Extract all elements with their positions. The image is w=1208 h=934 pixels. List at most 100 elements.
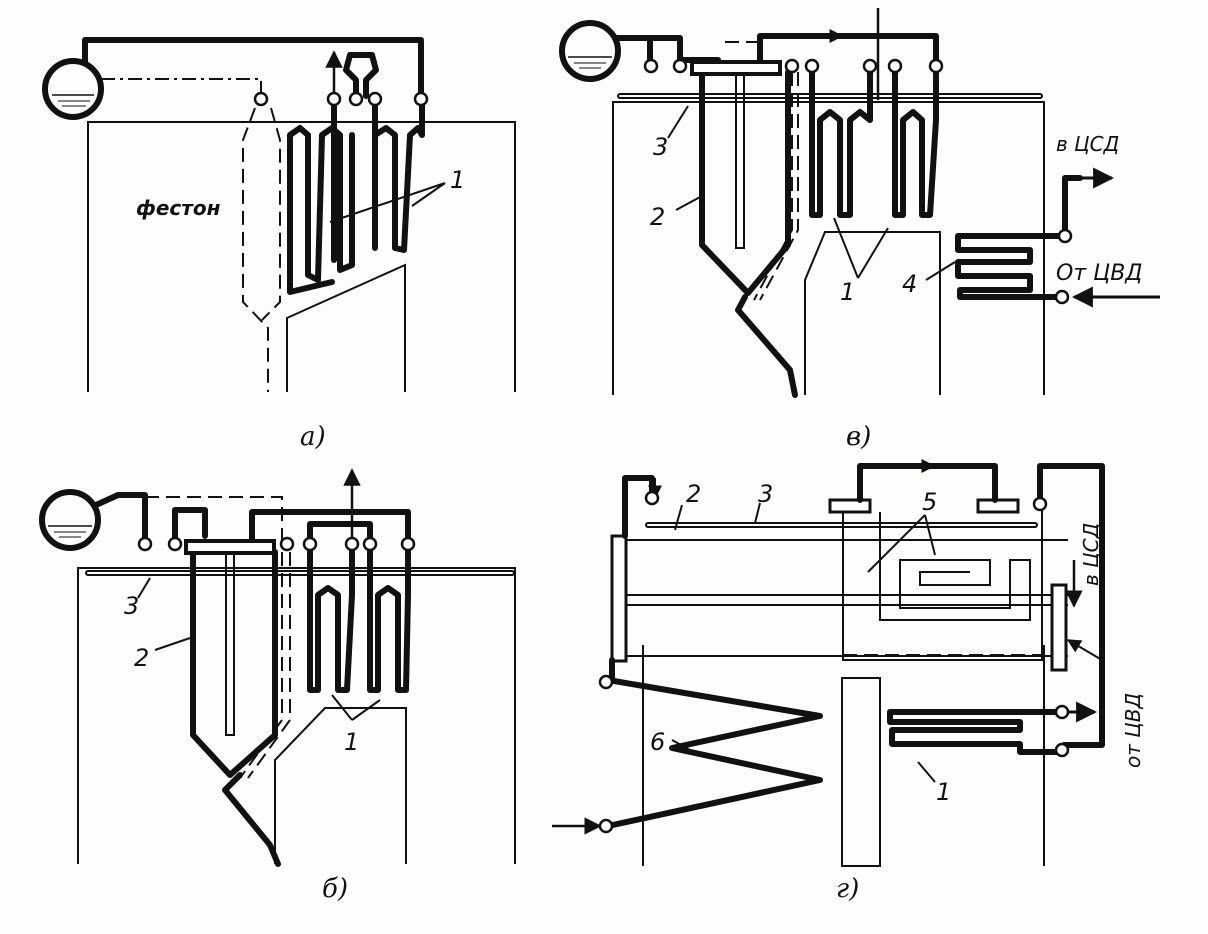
superheater-coil xyxy=(809,63,873,218)
item-label-1: 1 xyxy=(936,778,951,806)
festoon-label: фестон xyxy=(136,196,221,220)
collector-node xyxy=(1054,704,1070,720)
separator-inner xyxy=(225,553,235,736)
furnace-outline xyxy=(87,121,516,392)
to-csd-label: в ЦСД xyxy=(1079,523,1103,586)
item-label-2: 2 xyxy=(134,644,149,672)
collector-node xyxy=(784,58,800,74)
panel-b: 3 2 1 б) xyxy=(39,468,516,904)
collector-node xyxy=(167,536,183,552)
collector-node xyxy=(344,536,360,552)
separator-body xyxy=(615,539,1068,657)
drum-icon xyxy=(42,58,104,120)
gas-duct-wall xyxy=(804,231,941,395)
collector-node xyxy=(413,91,429,107)
separator-head xyxy=(828,498,872,514)
downcomer-tube xyxy=(735,294,798,398)
separator-head xyxy=(184,539,276,555)
collector-node xyxy=(862,58,878,74)
collector-node xyxy=(1032,496,1048,512)
caption-b: б) xyxy=(322,874,348,904)
to-csd-label: в ЦСД xyxy=(1056,132,1119,156)
outlet-loop xyxy=(343,52,379,99)
item-label-3: 3 xyxy=(653,133,668,161)
item-label-2: 2 xyxy=(686,480,701,508)
from-cvd-label: от ЦВД xyxy=(1121,693,1145,768)
item-label-6: 6 xyxy=(650,728,665,756)
reheater-coil xyxy=(955,233,1068,300)
collector-node xyxy=(928,58,944,74)
drum-icon xyxy=(559,20,621,82)
item-label-3: 3 xyxy=(758,480,773,508)
separator-body xyxy=(699,69,791,296)
item-label-3: 3 xyxy=(124,592,139,620)
superheater-coil-2 xyxy=(892,63,939,218)
caption-a: а) xyxy=(300,422,326,452)
panel-a: фестон 1 а) xyxy=(42,37,516,452)
collector-node xyxy=(1054,289,1070,305)
item-label-2: 2 xyxy=(650,203,665,231)
leader-line xyxy=(667,105,956,281)
collector-node xyxy=(1057,228,1073,244)
furnace-outline xyxy=(77,567,516,864)
collector-node xyxy=(1054,742,1070,758)
downcomer xyxy=(753,72,799,301)
collector-node xyxy=(326,91,342,107)
collector-node xyxy=(362,536,378,552)
furnace-outline xyxy=(642,645,1045,866)
collector-node xyxy=(367,91,383,107)
separator-block xyxy=(842,510,1043,661)
separator-head xyxy=(690,60,782,76)
collector-node xyxy=(643,58,659,74)
superheater-coil-2 xyxy=(372,93,425,253)
collector-node xyxy=(598,674,614,690)
item-label-1: 1 xyxy=(344,728,359,756)
superheater-coil xyxy=(307,542,355,693)
leader-line xyxy=(671,502,936,783)
gas-duct-wall xyxy=(841,677,881,867)
festoon-tubes xyxy=(242,107,281,392)
panel-g: 2 3 5 6 1 в ЦСД от ЦВД г) xyxy=(552,459,1145,904)
item-label-1: 1 xyxy=(840,278,855,306)
collector-node xyxy=(253,91,269,107)
item-label-1: 1 xyxy=(450,166,465,194)
collector-node xyxy=(137,536,153,552)
drum-icon xyxy=(39,489,101,551)
collector-node xyxy=(672,58,688,74)
superheater-link xyxy=(307,521,373,543)
collector-node xyxy=(887,58,903,74)
gas-duct-wall xyxy=(274,707,407,864)
downcomer xyxy=(239,552,291,779)
control-line xyxy=(145,496,283,540)
inner-loop xyxy=(879,512,1031,621)
separator-body xyxy=(190,549,278,778)
collector-node xyxy=(302,536,318,552)
superheater-coil xyxy=(287,125,355,295)
radiant-tubes xyxy=(605,677,823,829)
collector-node xyxy=(400,536,416,552)
side-collector-right xyxy=(1050,583,1068,672)
superheater-coil-2 xyxy=(367,542,411,693)
leader-line xyxy=(137,577,381,721)
downcomer-tube xyxy=(222,772,281,867)
furnace-outline xyxy=(612,101,1045,395)
item-label-5: 5 xyxy=(922,488,937,516)
caption-g: г) xyxy=(836,874,859,904)
to-csd-line xyxy=(1062,175,1083,239)
collector-node xyxy=(644,490,660,506)
panel-v: 3 2 1 4 в ЦСД От ЦВД в) xyxy=(559,8,1160,452)
side-collector xyxy=(610,534,628,663)
separator-head-2 xyxy=(976,498,1020,514)
leader-line xyxy=(329,182,446,223)
control-line xyxy=(101,78,262,94)
separator-inner xyxy=(735,74,745,249)
collector-node xyxy=(348,91,364,107)
collector-node xyxy=(598,818,614,834)
collector-node xyxy=(279,536,295,552)
collector-node xyxy=(804,58,820,74)
reheater-coil xyxy=(887,709,1065,755)
from-cvd-label: От ЦВД xyxy=(1056,261,1143,286)
gas-duct-wall xyxy=(286,263,406,392)
